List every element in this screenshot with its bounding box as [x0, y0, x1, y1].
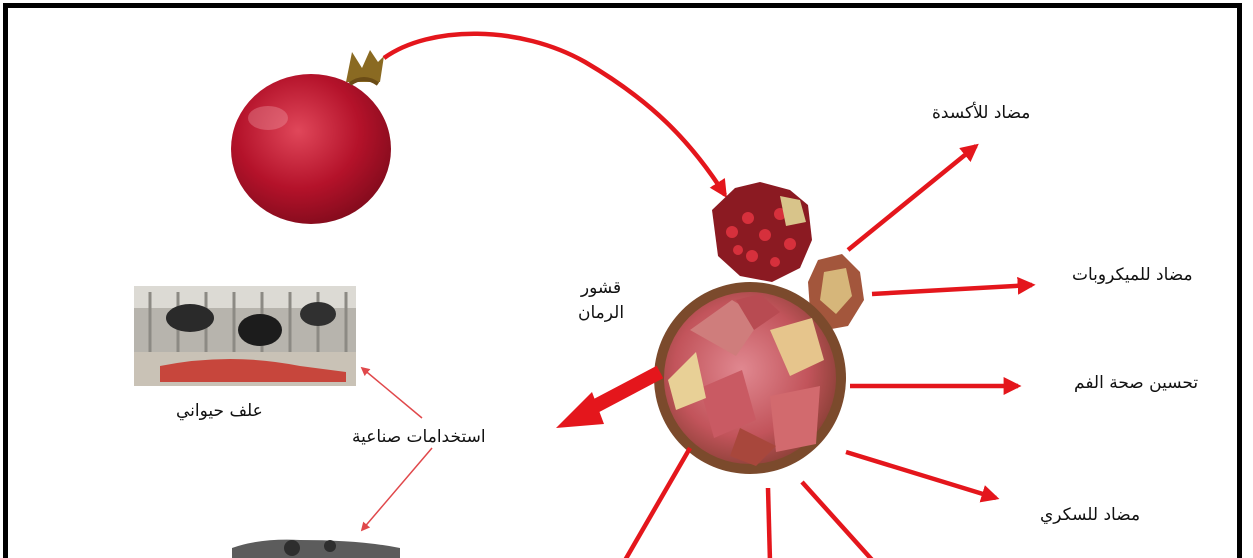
arils-image — [712, 182, 812, 282]
arrow-to-feed — [362, 368, 422, 418]
arrow-industrial-head — [556, 392, 604, 428]
use-industrial: استخدامات صناعية — [352, 428, 486, 447]
pomegranate-image — [231, 50, 391, 224]
cattle-image — [134, 286, 356, 386]
arrow-down-right — [802, 482, 874, 558]
peel-label-line2: الرمان — [578, 301, 624, 326]
arrow-antidiabetic — [846, 452, 996, 498]
benefit-antidiabetic: مضاد للسكري — [1040, 506, 1140, 525]
curved-arrow — [384, 34, 725, 195]
arrow-to-machine — [362, 448, 432, 530]
benefit-oral-health: تحسين صحة الفم — [1074, 374, 1198, 393]
benefit-antimicrobial: مضاد للميكروبات — [1072, 266, 1193, 285]
peel-label-line1: قشور — [578, 276, 624, 301]
dried-peels-image — [654, 282, 846, 474]
arrow-down-center — [768, 488, 770, 558]
arrow-antimicrobial — [872, 285, 1032, 294]
arrow-industrial — [588, 372, 660, 410]
arrow-down-left — [624, 448, 690, 558]
benefit-antioxidant: مضاد للأكسدة — [932, 104, 1030, 123]
arrow-antioxidant — [848, 146, 976, 250]
machine-image — [176, 540, 406, 558]
peel-label: قشور الرمان — [578, 276, 624, 325]
use-animal-feed: علف حيواني — [176, 402, 263, 421]
